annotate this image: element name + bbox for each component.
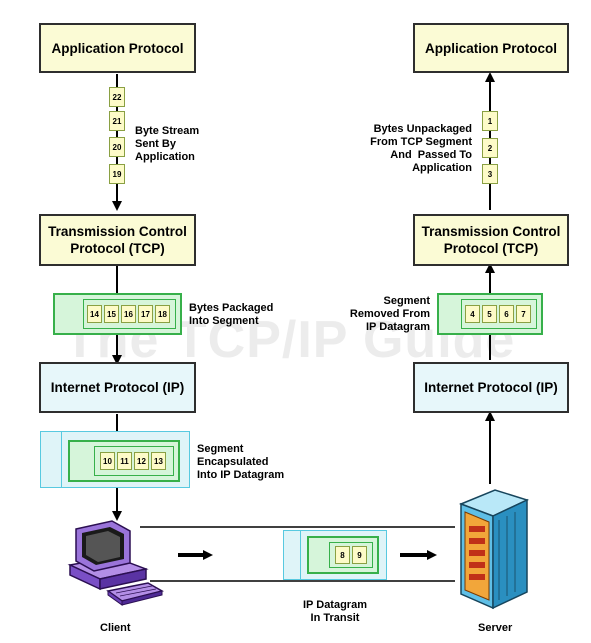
client-stream-byte: 21 (109, 111, 125, 131)
server-segment-byte: 4 (465, 305, 480, 323)
server-tower-icon (458, 489, 530, 610)
server-stream-byte: 1 (482, 111, 498, 131)
client-segment-byte: 14 (87, 305, 102, 323)
segment-header-divider (83, 299, 176, 329)
server-segment-byte: 5 (482, 305, 497, 323)
client-stream-byte: 20 (109, 137, 125, 157)
client-segment-byte: 18 (155, 305, 170, 323)
server-segment-byte: 7 (516, 305, 531, 323)
client-datagram-byte: 10 (100, 452, 115, 470)
client-tcp-box: Transmission Control Protocol (TCP) (39, 214, 196, 266)
client-application-protocol-box: Application Protocol (39, 23, 196, 73)
client-application-protocol-label: Application Protocol (51, 40, 184, 56)
client-stream-byte: 22 (109, 87, 125, 107)
client-stream-byte: 19 (109, 164, 125, 184)
server-stream-byte: 2 (482, 138, 498, 158)
server-tcp-label: Transmission Control Protocol (TCP) (421, 224, 561, 256)
datagram-header-divider (61, 432, 62, 487)
server-stream-byte: 3 (482, 164, 498, 184)
server-application-protocol-label: Application Protocol (424, 40, 557, 56)
server-caption: Server (478, 622, 513, 634)
client-tcp-label: Transmission Control Protocol (TCP) (48, 224, 187, 256)
server-ip-box: Internet Protocol (IP) (413, 362, 569, 413)
client-datagram-byte: 13 (151, 452, 166, 470)
client-datagram-byte: 11 (117, 452, 132, 470)
client-segment-byte: 16 (121, 305, 136, 323)
transit-note: IP Datagram In Transit (303, 599, 367, 624)
segment-header-divider (461, 299, 537, 329)
client-computer-icon (67, 520, 164, 606)
client-segment-note: Bytes Packaged Into Segment (189, 302, 274, 327)
client-caption: Client (100, 622, 131, 634)
transit-byte: 9 (352, 546, 367, 564)
server-segment-note: Segment Removed From IP Datagram (349, 295, 430, 333)
server-stream-note: Bytes Unpackaged From TCP Segment And Pa… (370, 123, 472, 174)
client-segment-byte: 17 (138, 305, 153, 323)
segment-header-divider (94, 446, 174, 476)
client-segment-byte: 15 (104, 305, 119, 323)
client-datagram-note: Segment Encapsulated Into IP Datagram (197, 443, 285, 481)
server-tcp-box: Transmission Control Protocol (TCP) (413, 214, 569, 266)
client-stream-note: Byte Stream Sent By Application (135, 125, 200, 163)
server-ip-label: Internet Protocol (IP) (424, 380, 558, 395)
segment-header-divider (329, 542, 373, 568)
server-application-protocol-box: Application Protocol (413, 23, 569, 73)
client-datagram-byte: 12 (134, 452, 149, 470)
client-ip-label: Internet Protocol (IP) (50, 380, 185, 395)
datagram-header-divider (300, 531, 301, 579)
client-ip-box: Internet Protocol (IP) (39, 362, 196, 413)
server-segment-byte: 6 (499, 305, 514, 323)
transit-byte: 8 (335, 546, 350, 564)
